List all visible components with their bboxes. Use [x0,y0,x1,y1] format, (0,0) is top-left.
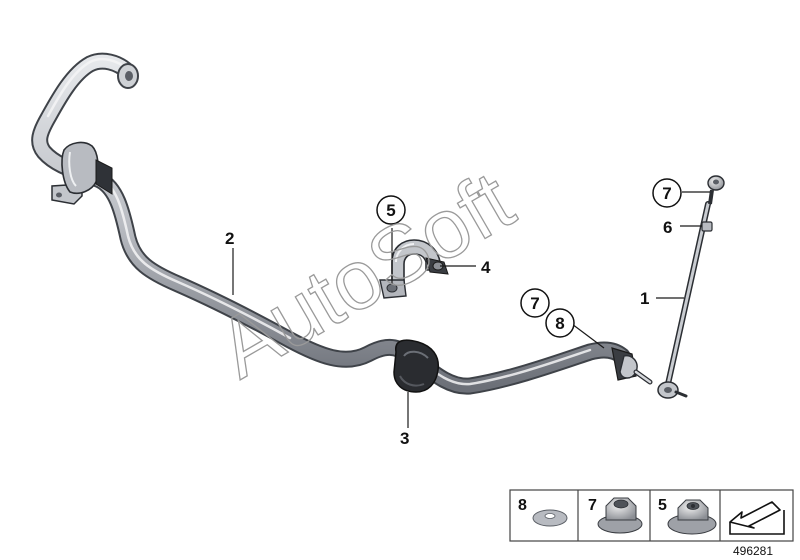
svg-text:7: 7 [530,294,539,313]
washer-icon [532,509,568,527]
stabilizer-link [657,175,725,399]
arrow-icon [729,501,785,535]
legend-washer-number: 8 [518,497,527,514]
callout-3: 3 [400,429,409,448]
callout-2: 2 [225,229,234,248]
callout-7-mid-circled: 7 [520,288,550,318]
rubber-mount [393,339,440,393]
leader-lines [232,191,710,428]
callout-5-circled: 5 [376,195,406,225]
callout-7-top-circled: 7 [652,178,682,208]
svg-text:5: 5 [386,201,395,220]
callout-8-mid-circled: 8 [545,308,575,338]
svg-text:7: 7 [662,184,671,203]
legend-collar-nut-number: 7 [588,497,597,514]
parts-legend: 8 7 5 [509,489,794,542]
callout-4: 4 [481,258,491,277]
collar-nut-icon [597,497,643,534]
stabilizer-bar [31,52,631,395]
bracket-clamp [379,239,449,299]
legend-flange-nut-number: 5 [658,497,667,514]
callout-1: 1 [640,289,649,308]
left-bushing-bracket [51,141,113,205]
right-bar-end [611,347,653,385]
flange-nut-icon [667,499,717,535]
svg-text:8: 8 [555,314,564,333]
diagram-number: 496281 [733,544,773,558]
callout-6: 6 [663,218,672,237]
